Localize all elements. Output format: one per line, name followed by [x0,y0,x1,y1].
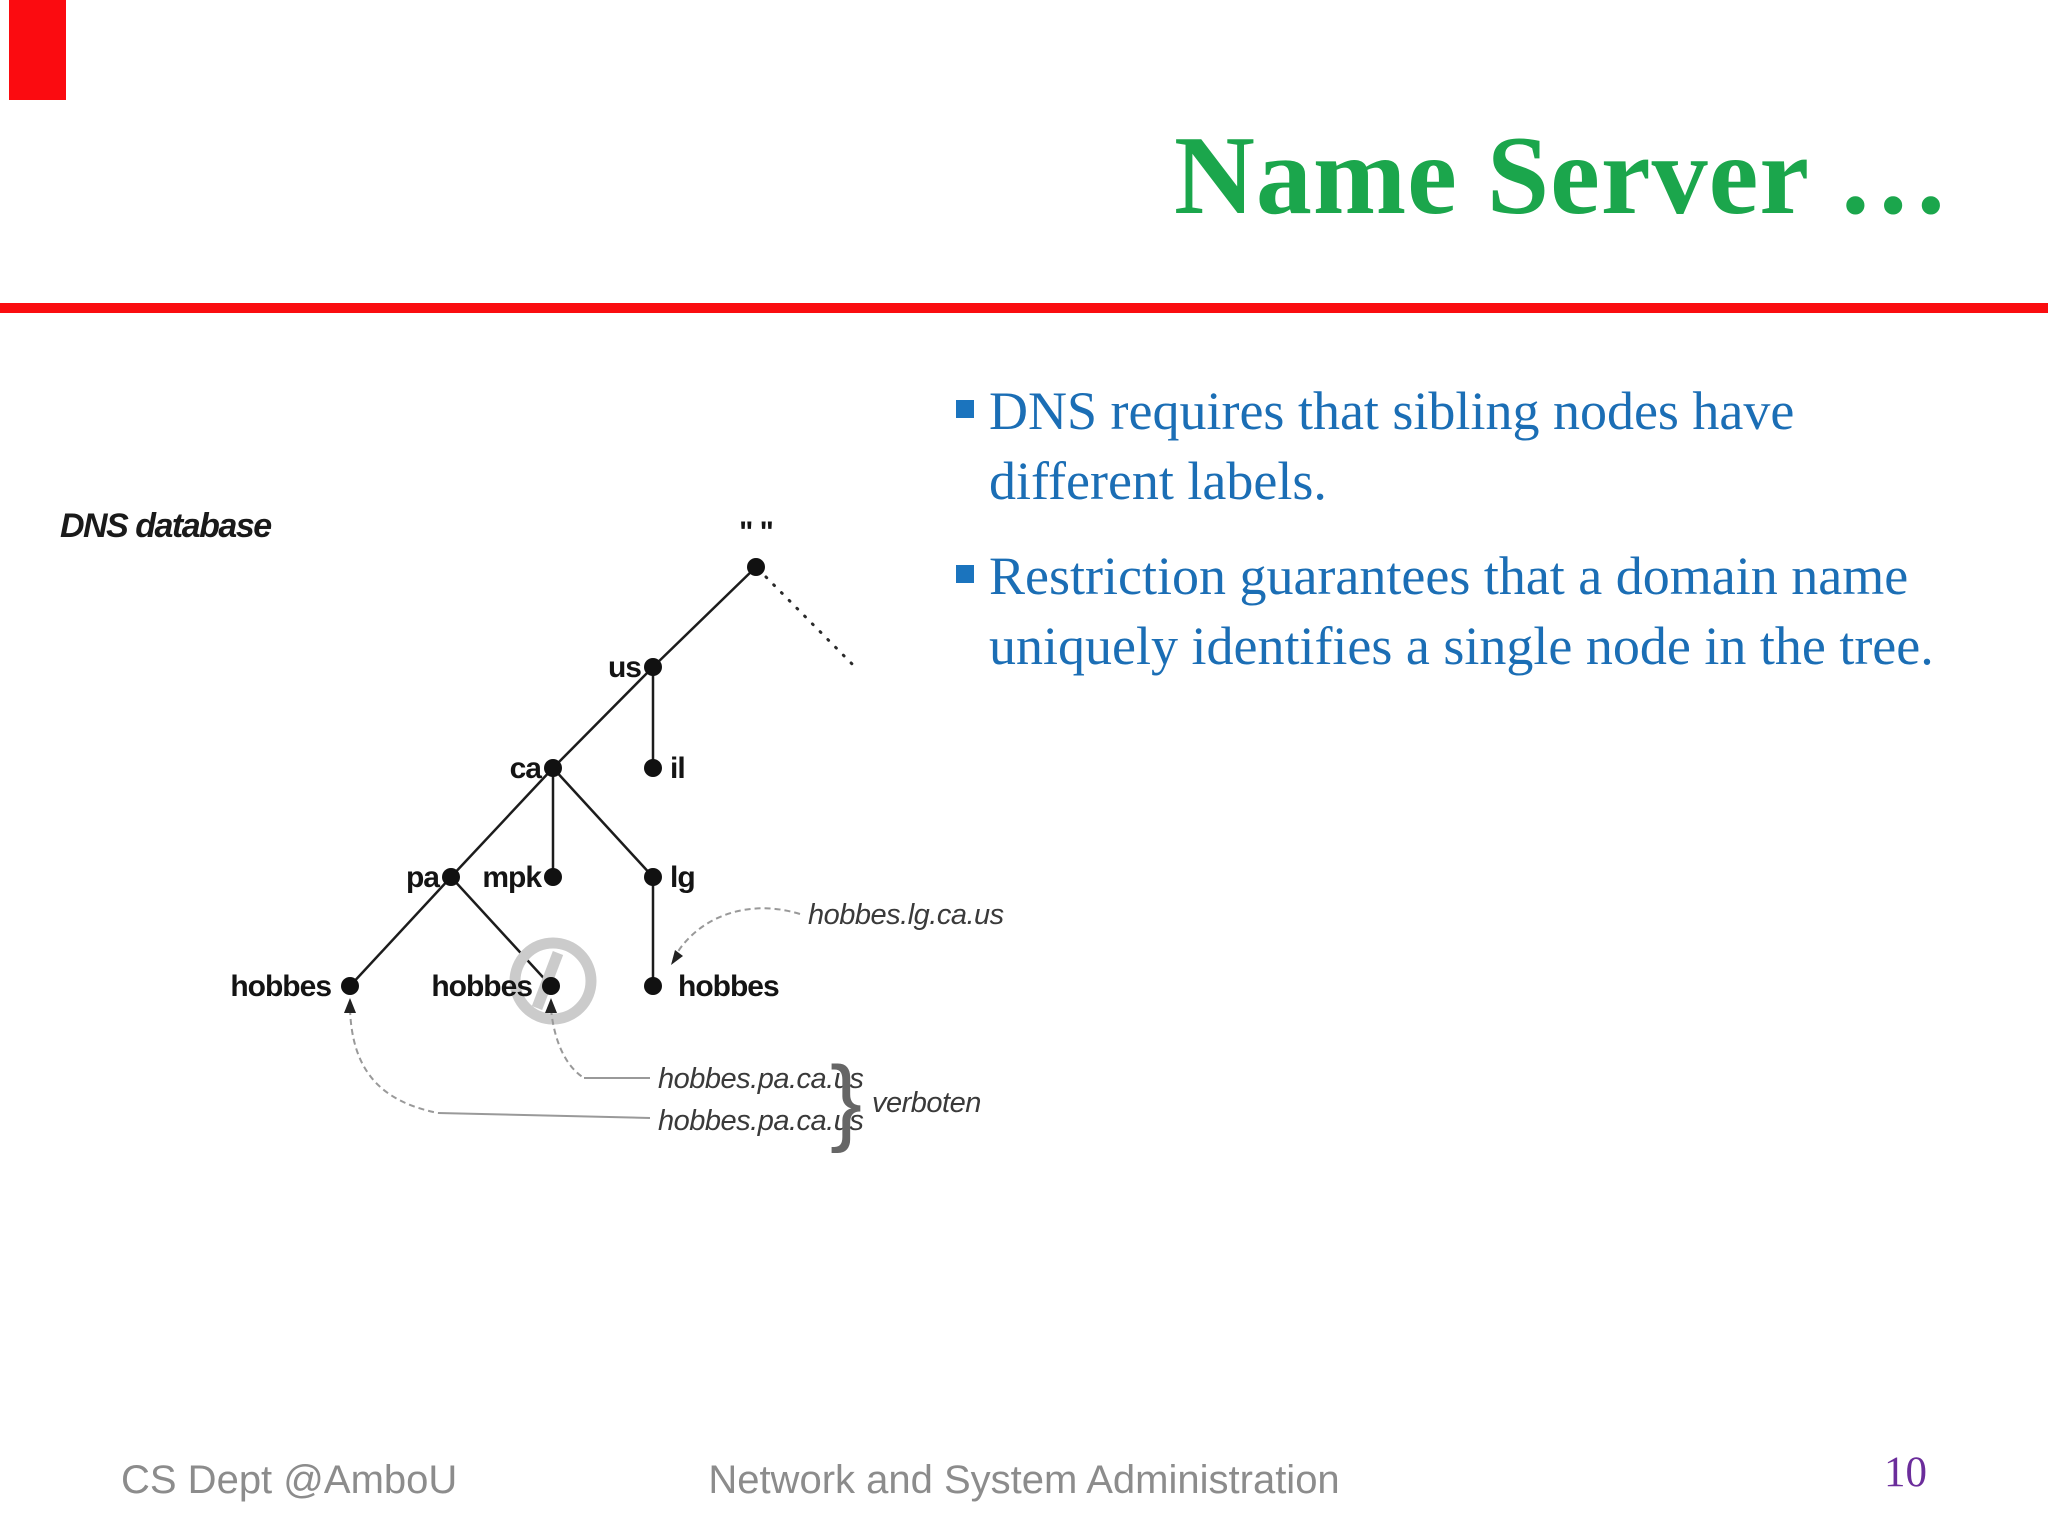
node-dot-lg [644,868,662,886]
bullet-text: DNS requires that sibling nodes have dif… [989,381,1795,511]
diagram-caption: DNS database [60,507,271,545]
arrowhead-up-middle-hobbes [545,998,557,1013]
verboten-brace: } [830,1047,862,1154]
arrowhead-to-right-hobbes [671,950,683,965]
title-underline-rule [0,303,2048,313]
callout-arrow-lg [676,907,801,954]
bullet-item: Restriction guarantees that a domain nam… [956,541,1996,681]
page-number: 10 [1884,1449,1927,1496]
bullet-item: DNS requires that sibling nodes have dif… [956,376,1996,516]
tree-node-dots [341,558,765,995]
tree-edge [450,767,554,878]
node-label-ca: ca [510,752,543,785]
callout-arrow-left-hobbes [349,1008,439,1114]
node-dot-us [644,658,662,676]
bullet-text: Restriction guarantees that a domain nam… [989,546,1934,676]
node-label-us: us [608,651,641,684]
node-dot-hobbes-left [341,977,359,995]
tree-edge [450,876,552,987]
node-label-il: il [670,752,685,785]
node-label-hobbes-right: hobbes [678,970,779,1003]
node-dot-il [644,759,662,777]
callout-label-pa-fqdn-2: hobbes.pa.ca.us [658,1105,863,1137]
tree-edge [552,767,654,878]
callout-arrowheads [344,950,683,1013]
callout-arrow-middle-hobbes [550,1008,585,1079]
node-dot-hobbes-right [644,977,662,995]
node-label-root: " " [739,516,773,549]
corner-accent-bar [9,0,66,100]
square-bullet-icon [956,565,974,583]
node-label-lg: lg [670,861,695,894]
footer-center-text: Network and System Administration [708,1458,1340,1502]
root-continuation-dotted-line [764,575,860,672]
node-dot-root [747,558,765,576]
dns-tree-diagram: DNS database [60,507,1004,1154]
tree-edge [349,876,452,987]
verboten-label: verboten [872,1087,981,1119]
node-label-pa: pa [406,861,440,894]
node-label-hobbes-left: hobbes [230,970,331,1003]
arrowhead-up-left-hobbes [344,998,356,1013]
callout-label-lg-fqdn: hobbes.lg.ca.us [808,899,1004,931]
callout-lines [349,907,801,1119]
node-label-mpk: mpk [482,861,542,894]
page-title: Name Server … [1174,114,1950,238]
tree-edge [552,666,654,769]
tree-edge [652,566,757,668]
tree-edges [349,566,757,987]
footer-left-text: CS Dept @AmboU [121,1458,458,1502]
node-dot-mpk [544,868,562,886]
callout-line-left-hobbes [437,1112,651,1119]
node-dot-ca [544,759,562,777]
node-dot-pa [442,868,460,886]
bullet-list: DNS requires that sibling nodes have dif… [956,376,1996,706]
square-bullet-icon [956,400,974,418]
node-label-hobbes-middle: hobbes [431,970,532,1003]
node-dot-hobbes-middle [542,977,560,995]
callout-label-pa-fqdn-1: hobbes.pa.ca.us [658,1063,863,1095]
